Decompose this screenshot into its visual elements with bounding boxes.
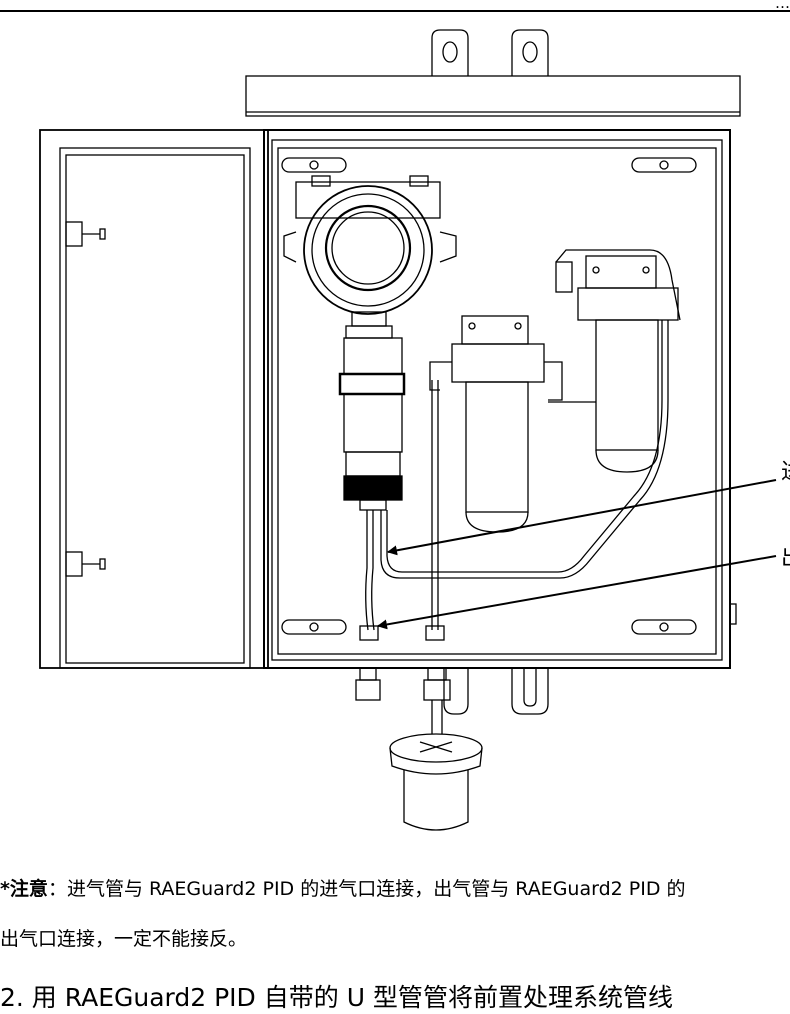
bottom-connector-right [423, 667, 451, 734]
page-header-fragment: … [775, 0, 790, 12]
callout-outlet-label: 出 [781, 540, 790, 572]
cabinet-door [39, 129, 269, 669]
note-text-1: ：进气管与 RAEGuard2 PID 的进气口连接，出气管与 RAEGuard… [47, 878, 686, 900]
outlet-arrow [377, 555, 777, 630]
door-latch-top [65, 221, 106, 247]
inlet-fitting [359, 625, 379, 641]
mounting-tab-top-left [431, 29, 469, 76]
page-header-rule [0, 10, 790, 12]
outlet-fitting [425, 625, 445, 641]
mounting-tab-bottom-right [511, 668, 549, 715]
note-prefix: *注意 [0, 878, 48, 900]
bottom-connector-left [355, 667, 381, 701]
filter-1 [429, 315, 563, 533]
mounting-slots [281, 157, 697, 635]
door-latch-bottom [65, 551, 106, 577]
mounting-tab-bottom-left [443, 668, 469, 715]
sensor-body [338, 337, 406, 511]
inlet-arrow [387, 479, 777, 556]
mounting-tab-top-right [511, 29, 549, 76]
cabinet-body [263, 129, 731, 669]
note-line-1: *注意：进气管与 RAEGuard2 PID 的进气口连接，出气管与 RAEGu… [0, 874, 790, 901]
detector-head [283, 175, 457, 339]
callout-inlet-label: 进 [781, 454, 790, 486]
step-2-text: 2. 用 RAEGuard2 PID 自带的 U 型管管将前置处理系统管线 [0, 983, 673, 1012]
enclosure-lid [245, 75, 741, 117]
note-line-2: 出气口连接，一定不能接反。 [0, 928, 248, 950]
gas-tubes [365, 249, 681, 631]
calibration-cup [389, 733, 483, 831]
filter-2 [548, 255, 679, 473]
